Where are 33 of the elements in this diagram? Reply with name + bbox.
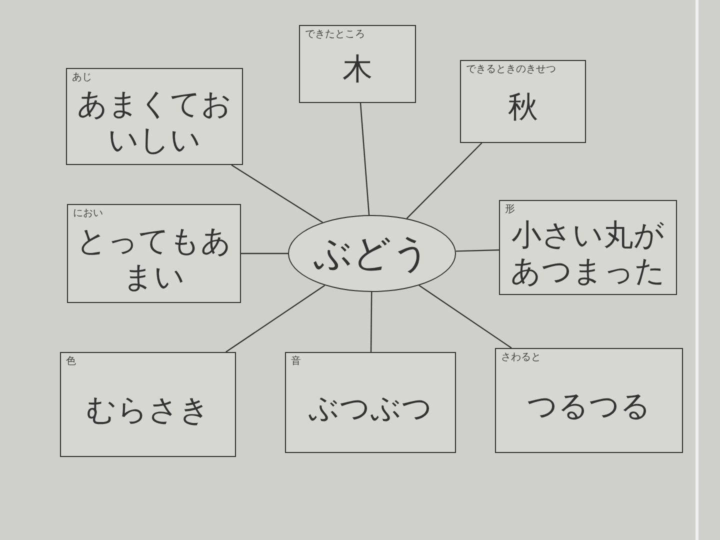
note-box (499, 200, 677, 295)
answer-text: ぶつぶつ (308, 390, 432, 426)
note-box (495, 348, 683, 453)
note-box (67, 204, 241, 303)
connector-line (241, 252, 288, 254)
category-label: できるときのきせつ (466, 64, 556, 76)
connector-line (406, 142, 482, 219)
category-label: できたところ (305, 29, 365, 41)
answer-text: 小さい丸があつまった (510, 218, 666, 290)
answer-text: あまくておいしい (76, 86, 233, 158)
answer-text: 木 (342, 52, 372, 88)
note-box (299, 25, 416, 103)
connector-line (456, 249, 500, 252)
category-label: あじ (72, 72, 92, 84)
topic-text: ぶどう (314, 230, 430, 277)
connector-line (370, 292, 372, 352)
category-label: さわると (501, 352, 541, 364)
category-label: 形 (505, 204, 515, 216)
connector-line (360, 102, 370, 216)
category-label: におい (73, 208, 103, 220)
connector-line (418, 284, 512, 348)
answer-text: むらさき (86, 392, 210, 428)
note-box (60, 352, 236, 457)
answer-text: とってもあまい (76, 224, 232, 296)
connector-line (226, 284, 326, 352)
note-box (285, 352, 456, 453)
category-label: 色 (66, 356, 76, 368)
answer-text: 秋 (508, 90, 538, 126)
connector-line (231, 164, 323, 223)
note-box (460, 60, 586, 143)
note-box (66, 68, 243, 165)
answer-text: つるつる (527, 388, 651, 424)
category-label: 音 (291, 356, 301, 368)
